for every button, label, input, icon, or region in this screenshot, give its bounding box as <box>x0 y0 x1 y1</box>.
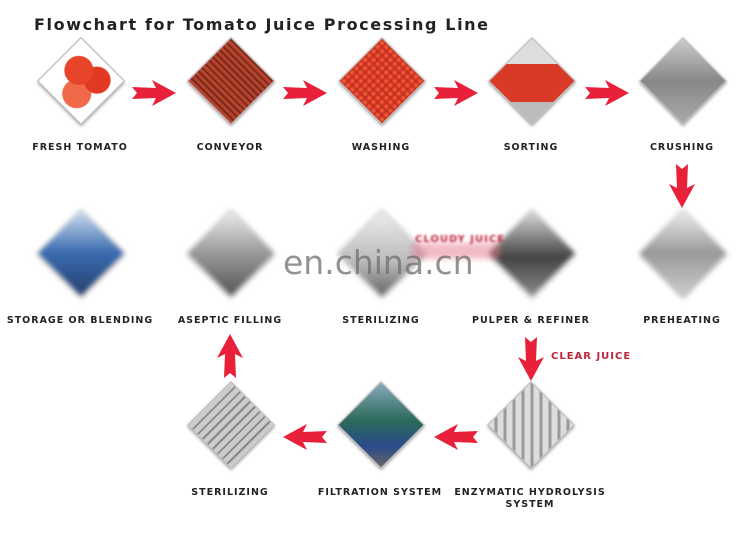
step-label: ENZYMATIC HYDROLYSIS SYSTEM <box>454 487 606 510</box>
arrow-down-icon <box>518 337 544 381</box>
arrow-right-icon <box>434 80 478 106</box>
storage-image <box>37 209 125 297</box>
step-label: SORTING <box>503 142 559 153</box>
crushing-image <box>639 37 727 125</box>
fresh-tomato-image <box>37 37 125 125</box>
cloudy-juice-arrow <box>412 243 500 259</box>
step-label: STERILIZING <box>191 487 269 498</box>
arrow-right-icon <box>132 80 176 106</box>
step-label: ASEPTIC FILLING <box>177 315 283 326</box>
arrow-left-icon <box>434 424 478 450</box>
sterilizing-image <box>187 381 275 469</box>
sorting-image <box>488 37 576 125</box>
step-label: PULPER & REFINER <box>472 315 590 326</box>
step-label: CRUSHING <box>649 142 715 153</box>
cloudy-juice-annotation: CLOUDY JUICE <box>415 234 506 245</box>
arrow-right-icon <box>283 80 327 106</box>
conveyor-image <box>187 37 275 125</box>
arrow-down-icon <box>669 164 695 208</box>
watermark: en.china.cn <box>283 243 474 282</box>
arrow-left-icon <box>283 424 327 450</box>
enzymatic-image <box>487 381 575 469</box>
pulper-image <box>488 209 576 297</box>
clear-juice-annotation: CLEAR JUICE <box>551 351 632 362</box>
page-title: Flowchart for Tomato Juice Processing Li… <box>34 15 490 34</box>
aseptic-filling-image <box>187 209 275 297</box>
washing-image <box>338 37 426 125</box>
step-label: PREHEATING <box>643 315 721 326</box>
arrow-right-icon <box>585 80 629 106</box>
step-label: CONVEYOR <box>196 142 264 153</box>
arrow-up-icon <box>217 334 243 378</box>
step-label: WASHING <box>351 142 411 153</box>
filtration-image <box>337 381 425 469</box>
step-label: FRESH TOMATO <box>32 142 128 153</box>
step-label: STERILIZING <box>342 315 420 326</box>
step-label: STORAGE OR BLENDING <box>6 315 154 326</box>
step-label: FILTRATION SYSTEM <box>317 487 443 498</box>
preheating-image <box>639 209 727 297</box>
